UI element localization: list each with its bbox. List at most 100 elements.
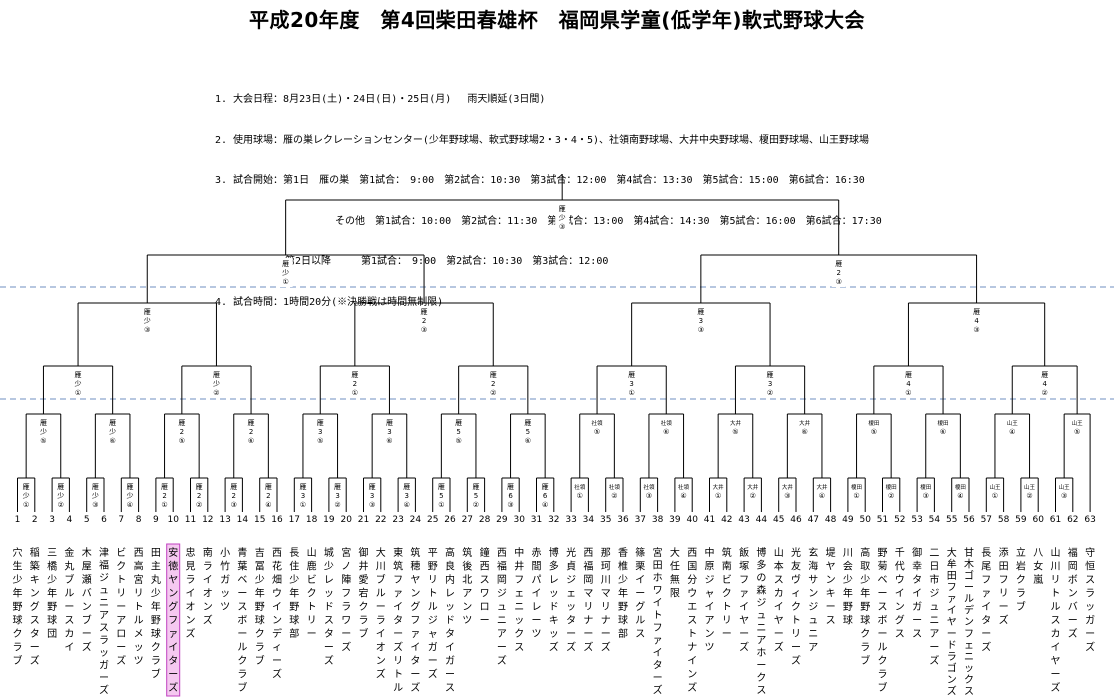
team-name-char: パ [532, 574, 542, 586]
team-name-char: ー [410, 670, 420, 681]
team-name-char: ー [601, 629, 611, 640]
team-number: 59 [1015, 515, 1027, 525]
team-name-char: ッ [1085, 602, 1095, 613]
team-name-char: 見 [186, 561, 196, 573]
team-name-char: ト [393, 670, 403, 681]
team-name-char: ッ [964, 663, 974, 674]
match-label-r2-6-text: ⑥ [386, 437, 392, 445]
team-name-char: ホ [756, 647, 766, 659]
team-number: 57 [981, 515, 992, 525]
page-title: 平成20年度 第4回柴田春雄杯 福岡県学童(低学年)軟式野球大会 [248, 8, 866, 32]
team-name-char: ァ [653, 636, 663, 647]
match-label-r2-6-text: 3 [387, 428, 391, 436]
team-name-char: ク [791, 601, 801, 613]
team-name-char: ク [307, 588, 317, 600]
match-label-r2-1-text: 少 [40, 428, 47, 436]
match-label-r1-3-text: 雁 [92, 483, 99, 491]
team-name-char: ン [203, 602, 213, 613]
team-name-char: 光 [566, 546, 576, 559]
team-name-char: 本 [774, 560, 784, 573]
team-name-char: マ [583, 589, 593, 600]
team-name-char: ー [947, 629, 957, 640]
match-label-r1-14-text: 5 [474, 492, 478, 500]
match-label-r3-7-text: ① [905, 389, 911, 397]
team-name-char: 長 [981, 547, 991, 559]
team-name-char: イ [895, 589, 905, 600]
team-name-char: ウ [687, 588, 697, 600]
team-name-char: ス [878, 602, 888, 613]
team-number: 1 [15, 515, 21, 525]
match-label-r2-10-text: 社領 [661, 419, 673, 427]
team-name-char: 年 [13, 587, 23, 600]
team-name-char: ヤ [739, 616, 749, 627]
team-name-char: 少 [324, 561, 334, 573]
team-name-char: ア [705, 616, 715, 627]
team-name-char: 日 [929, 562, 939, 573]
team-number: 55 [946, 515, 957, 525]
match-label-qf-4-text: 雁 [973, 308, 980, 316]
team-name-char: ブ [860, 654, 870, 667]
team-number: 30 [513, 515, 525, 525]
team-name-char: 間 [532, 561, 542, 573]
team-name-char: 年 [860, 587, 870, 600]
match-label-r2-9-bg [590, 417, 605, 437]
team-name-char: ズ [116, 654, 126, 667]
team-name-char: ヴ [791, 573, 801, 586]
team-number: 21 [358, 515, 369, 525]
team-number: 56 [963, 515, 975, 525]
team-name-char: ァ [410, 629, 420, 640]
team-name-char: ラ [878, 669, 888, 681]
match-label-r1-8-bg [261, 481, 276, 510]
team-name-char: 球 [860, 614, 870, 627]
team-name-char: 野 [151, 615, 161, 627]
team-name-char: 川 [376, 562, 386, 573]
match-label-qf-1-bg [140, 306, 155, 335]
team-name-char: ー [981, 629, 991, 640]
team-name-char: ボ [237, 615, 247, 627]
match-label-r1-20-text: 社領 [678, 483, 690, 491]
team-name-char: 金 [64, 546, 74, 559]
team-name-char: ス [1051, 616, 1061, 627]
team-name-char: バ [82, 588, 92, 600]
match-label-r1-10-bg [330, 481, 345, 510]
team-name-char: 宮 [341, 546, 351, 559]
team-name-char: ー [912, 616, 922, 627]
team-name-char: ー [929, 643, 939, 654]
team-name-char: ジ [566, 575, 576, 586]
team-name-char: 山 [307, 547, 317, 559]
match-label-qf-3-text: 雁 [697, 308, 704, 316]
team-name-char: ト [791, 616, 801, 627]
team-name-char: ズ [791, 654, 801, 667]
team-name-char: オ [186, 601, 196, 613]
team-name-char: 少 [255, 574, 265, 586]
match-label-r1-19-bg [641, 481, 656, 501]
team-name-char: ス [514, 643, 524, 654]
match-label-r3-7-text: 4 [906, 380, 911, 388]
team-number: 44 [756, 515, 768, 525]
match-label-r1-1-text: ① [23, 501, 29, 509]
team-name-char: ァ [393, 589, 403, 600]
team-name-char: カ [774, 588, 784, 600]
team-name-char: ー [428, 656, 438, 667]
team-name-char: メ [134, 629, 144, 640]
team-name-char: ス [64, 616, 74, 627]
match-label-r3-7-text: 雁 [905, 371, 912, 379]
team-name-char: 取 [860, 561, 870, 573]
match-label-r1-13-text: ① [438, 501, 444, 509]
match-label-r1-29-bg [987, 481, 1002, 501]
team-name-char: ン [895, 602, 905, 613]
match-label-r2-15-text: 山王 [1007, 419, 1019, 427]
team-name-char: ズ [774, 641, 784, 654]
match-label-r1-23-bg [780, 481, 795, 501]
team-name-char: ニ [497, 616, 507, 627]
team-name-char: ズ [1068, 627, 1078, 640]
team-name-char: ク [1016, 574, 1026, 586]
team-name-char: ブ [1016, 600, 1026, 613]
team-name-char: タ [445, 628, 455, 640]
match-label-r1-16-text: 雁 [542, 483, 549, 491]
team-name-char: レ [324, 575, 334, 586]
team-name-char: 筑 [722, 546, 732, 559]
team-name-char: ー [1051, 670, 1061, 681]
team-name-char: 良 [445, 560, 455, 573]
team-name-char: ー [1085, 629, 1095, 640]
